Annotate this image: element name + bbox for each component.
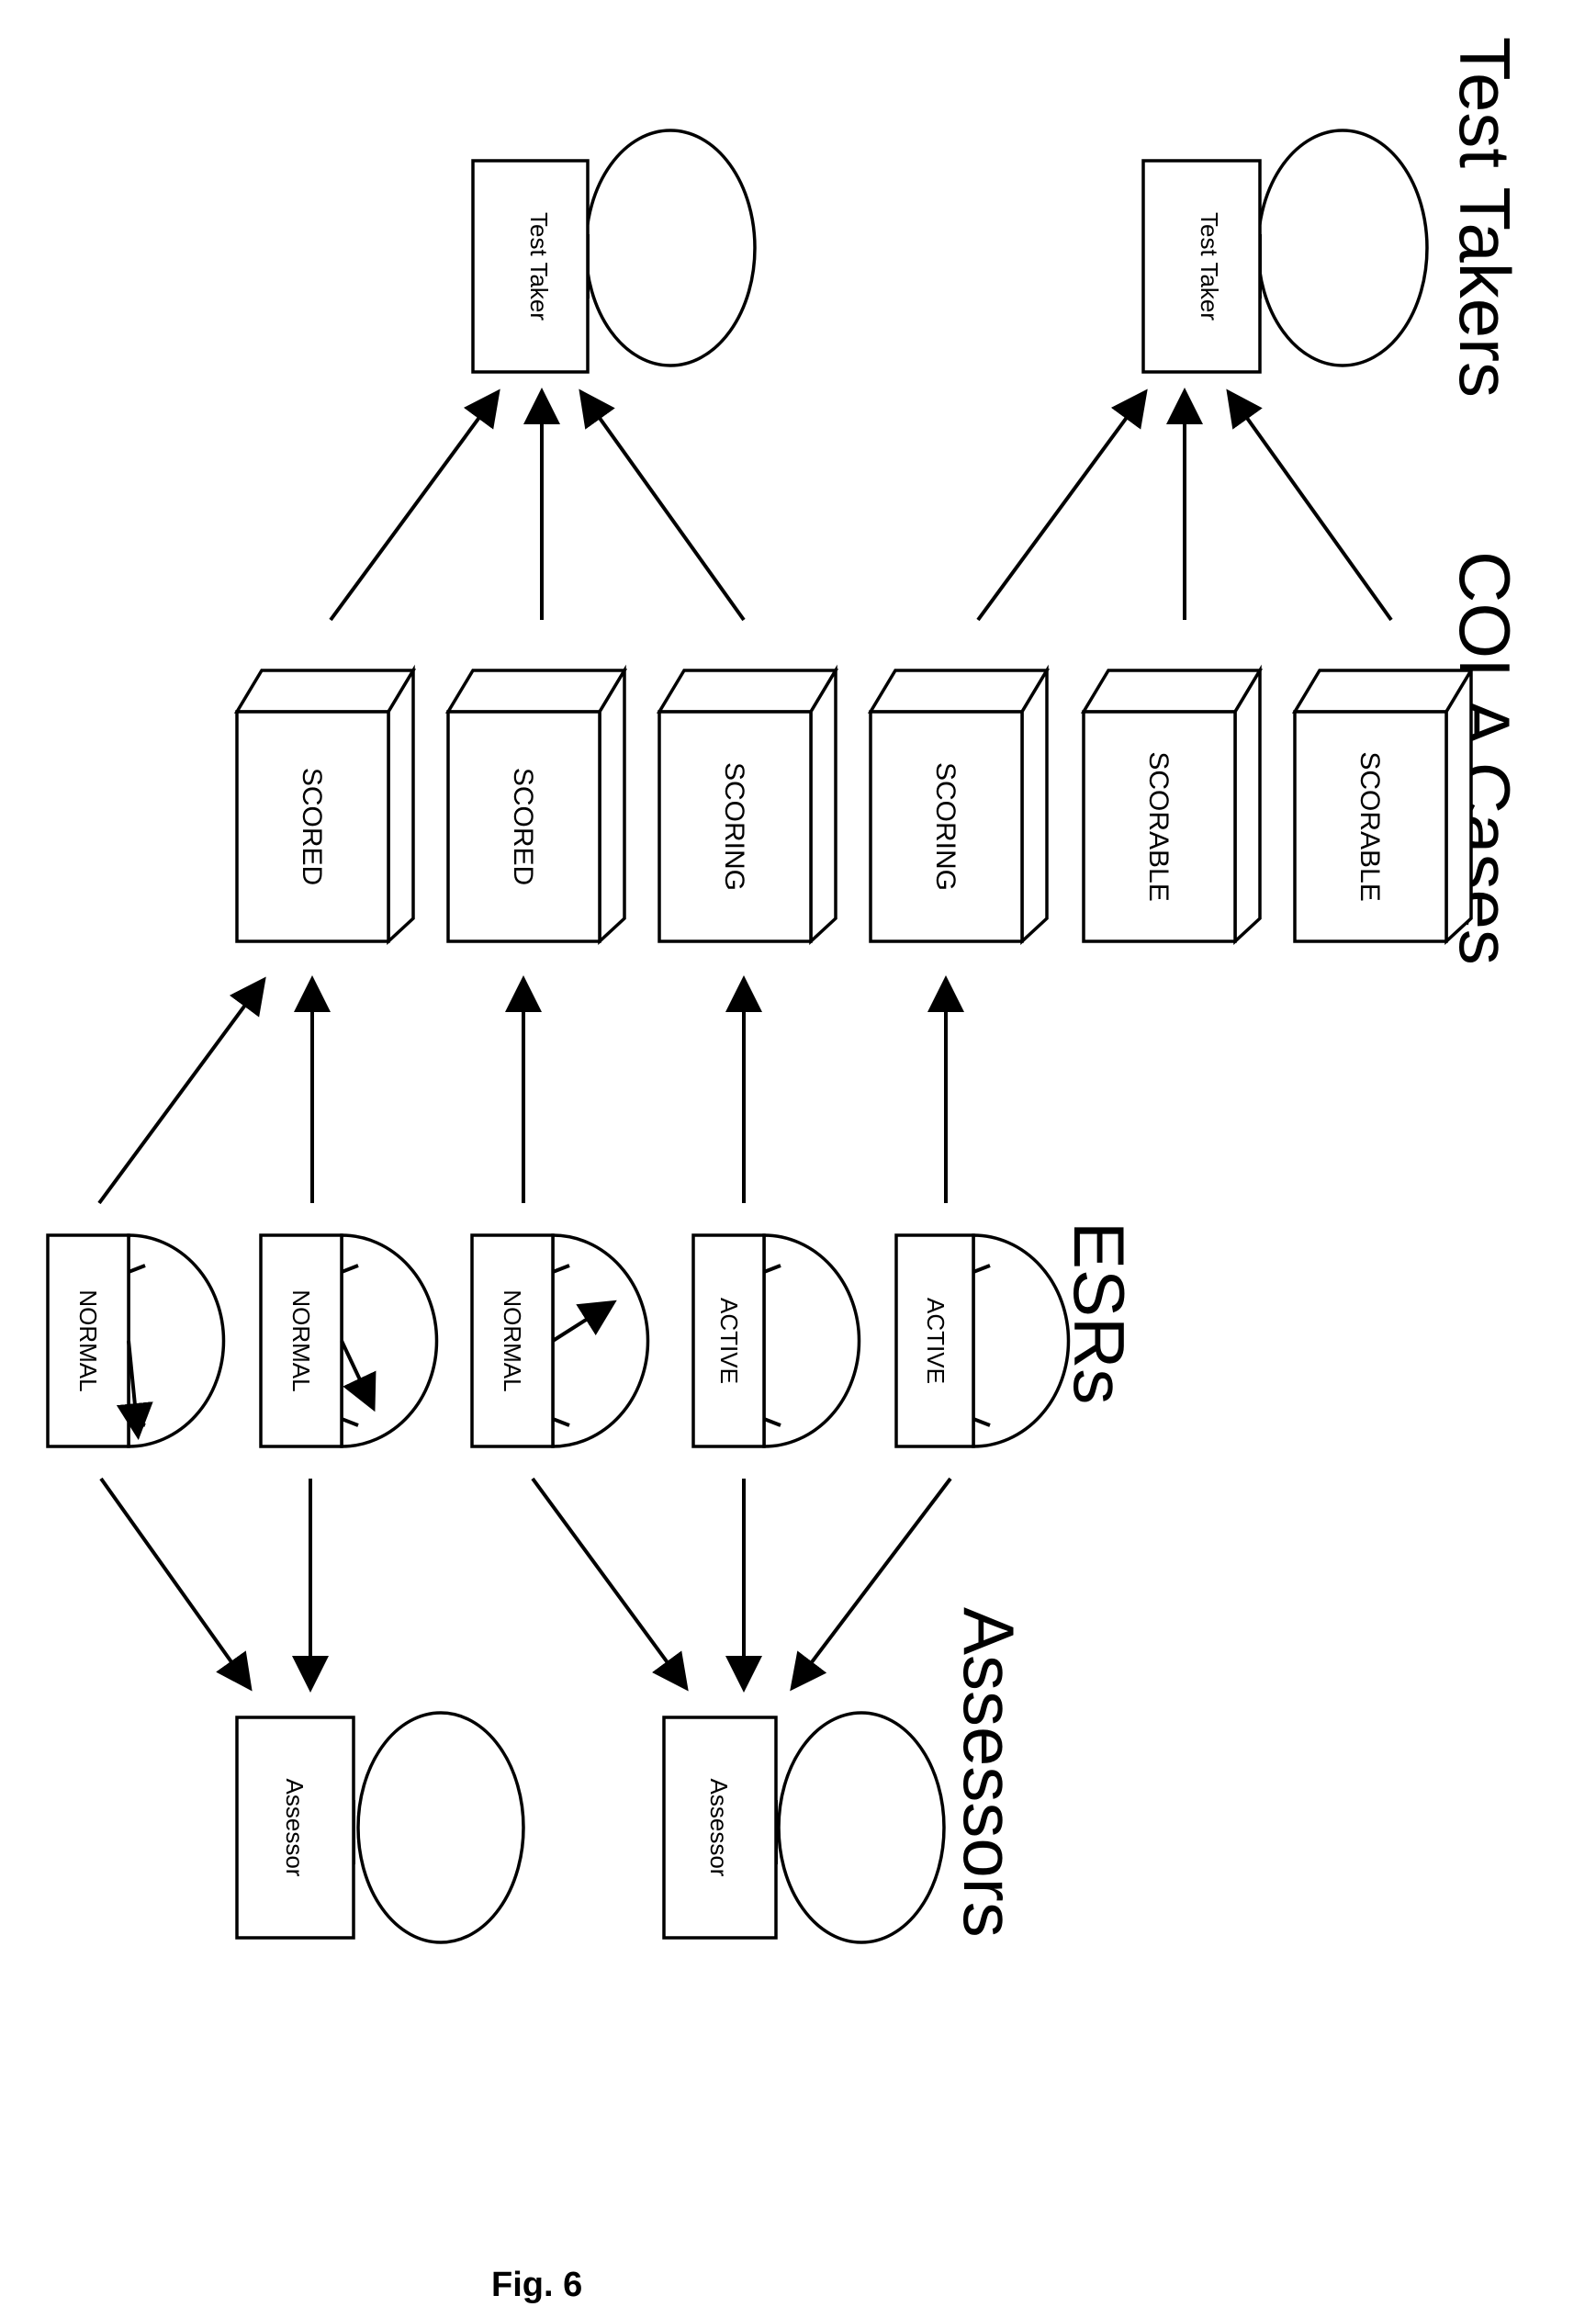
test-taker-label: Test Taker (1196, 212, 1223, 321)
case-2: SCORED (448, 670, 624, 941)
case-label: SCORING (930, 762, 961, 891)
arrows-cases-to-test-takers (331, 395, 1391, 620)
test-taker-head-shape (1258, 130, 1427, 366)
case-label: SCORING (719, 762, 749, 891)
assessor-head-shape (779, 1713, 944, 1942)
heading-test-takers: Test Takers (1444, 37, 1525, 398)
case-label: SCORED (297, 768, 327, 885)
esr-label: ACTIVE (715, 1298, 743, 1384)
case-label: SCORED (508, 768, 538, 885)
esr-label: NORMAL (499, 1289, 526, 1391)
arrows-esrs-to-assessors (101, 1479, 950, 1685)
esr-1: NORMAL (48, 1235, 223, 1446)
test-taker-2: Test Taker (1143, 130, 1427, 372)
esr-5: ACTIVE (896, 1235, 1069, 1446)
case-label: SCORABLE (1143, 751, 1174, 901)
test-taker-label: Test Taker (525, 212, 553, 321)
heading-assessors: Assessors (949, 1607, 1029, 1938)
heading-esrs: ESRs (1059, 1221, 1140, 1404)
figure-label: Fig. 6 (491, 2266, 582, 2304)
esr-2: NORMAL (261, 1235, 437, 1446)
esr-4: ACTIVE (693, 1235, 860, 1446)
esr-label: ACTIVE (922, 1298, 950, 1384)
case-4: SCORING (871, 670, 1047, 941)
arrows-esrs-to-cases (99, 983, 946, 1203)
case-5: SCORABLE (1084, 670, 1260, 941)
assessor-2: Assessor (664, 1713, 944, 1942)
case-1: SCORED (237, 670, 413, 941)
test-taker-1: Test Taker (473, 130, 755, 372)
esr-label: NORMAL (74, 1289, 102, 1391)
esr-3: NORMAL (472, 1235, 648, 1446)
esr-label: NORMAL (287, 1289, 315, 1391)
assessor-head-shape (358, 1713, 523, 1942)
assessor-1: Assessor (237, 1713, 523, 1942)
assessor-label: Assessor (705, 1779, 733, 1877)
assessor-label: Assessor (281, 1779, 309, 1877)
case-6: SCORABLE (1295, 670, 1471, 941)
test-taker-head-shape (586, 130, 755, 366)
case-label: SCORABLE (1354, 751, 1385, 901)
case-3: SCORING (659, 670, 836, 941)
